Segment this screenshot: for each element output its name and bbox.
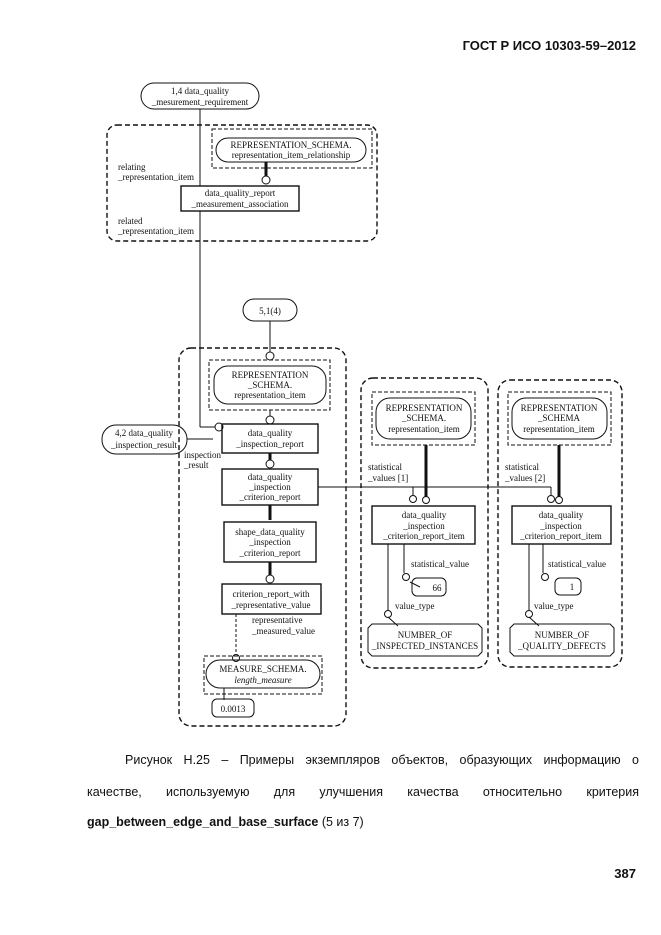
- item-b-text-3: _criterion_report_item: [519, 531, 601, 541]
- rep-a-text-1: REPRESENTATION: [386, 403, 463, 413]
- value-66-box: [411, 577, 447, 597]
- enum-b-box: [509, 623, 615, 657]
- item-a-text-3: _criterion_report_item: [382, 531, 464, 541]
- enum-b-text-1: NUMBER_OF: [535, 630, 590, 640]
- rep-relationship-frame: [211, 128, 373, 169]
- rep-item-text-3: representation_item: [234, 390, 305, 400]
- stat2-label-1: statistical: [505, 462, 539, 472]
- value-1-text: 1: [570, 582, 575, 592]
- enum-a-text-2: _INSPECTED_INSTANCES: [371, 641, 478, 651]
- rep-item-text-1: REPRESENTATION: [232, 370, 309, 380]
- value-66-text: 66: [433, 583, 443, 593]
- relating-label-1: relating: [118, 162, 146, 172]
- dq-assoc-text-2: _measurement_association: [191, 199, 289, 209]
- rep-a-text-2: _SCHEMA.: [401, 413, 446, 423]
- group-association: [106, 124, 378, 242]
- relating-label-2: _representation_item: [117, 172, 194, 182]
- stat1-label-1: statistical: [368, 462, 402, 472]
- crit-report-text-2: _inspection: [248, 482, 291, 492]
- rep-item-text-2: _SCHEMA.: [247, 380, 292, 390]
- enum-b-text-2: _QUALITY_DEFECTS: [517, 641, 606, 651]
- group-inspection: [178, 347, 347, 727]
- related-label-2: _representation_item: [117, 226, 194, 236]
- rep-a-text-3: representation_item: [388, 424, 459, 434]
- ref-top-text-1: 1,4 data_quality: [171, 86, 229, 96]
- caption-suffix: (5 из 7): [318, 815, 364, 829]
- ref-42-text-2: _inspection_result: [110, 440, 177, 450]
- item-a-box: [371, 505, 476, 545]
- caption-entity-name: gap_between_edge_and_base_surface: [87, 815, 319, 829]
- enum-a-text-1: NUMBER_OF: [398, 630, 453, 640]
- insp-report-text-2: _inspection_report: [235, 439, 304, 449]
- measure-value-box: [211, 698, 255, 718]
- stat-value-a-label: statistical_value: [411, 559, 469, 569]
- group-item-b: [497, 379, 623, 668]
- item-b-text-2: _inspection: [539, 521, 582, 531]
- caption-line-2: качестве, используемую для улучшения кач…: [87, 785, 639, 799]
- ref-51-text: 5,1(4): [259, 306, 281, 316]
- rep-b-text-3: representation_item: [523, 424, 594, 434]
- item-b-text-1: data_quality: [539, 510, 584, 520]
- item-b-box: [511, 505, 612, 545]
- value-type-a-label: value_type: [395, 601, 435, 611]
- stat1-label-2: _values [1]: [367, 473, 408, 483]
- measure-box: [205, 659, 321, 689]
- document-code: ГОСТ Р ИСО 10303-59–2012: [462, 38, 636, 53]
- caption-line-3: gap_between_edge_and_base_surface (5 из …: [87, 815, 639, 829]
- rep-item-box: [213, 365, 327, 405]
- page-number: 387: [614, 866, 636, 881]
- measure-text-1: MEASURE_SCHEMA.: [219, 664, 306, 674]
- rep-a-box: [375, 397, 472, 440]
- caption-line-1: Рисунок H.25 – Примеры экземпляров объек…: [125, 753, 639, 767]
- criterion-report-value-box: [221, 583, 322, 615]
- insp-report-text-1: data_quality: [248, 428, 293, 438]
- shape-crit-text-2: _inspection: [248, 537, 291, 547]
- dq-measurement-association-box: [180, 185, 300, 212]
- rep-rel-text-2: representation_item_relationship: [232, 150, 351, 160]
- rep-a-frame: [371, 391, 476, 446]
- enum-a-box: [367, 623, 483, 657]
- crit-report-text-3: _criterion_report: [239, 492, 301, 502]
- rep-b-box: [511, 397, 608, 440]
- measure-text-2: length_measure: [234, 675, 291, 685]
- inspection-result-label-1: inspection: [184, 450, 221, 460]
- ref-top-text-2: _mesurement_requirement: [151, 97, 249, 107]
- stat-value-b-label: statistical_value: [548, 559, 606, 569]
- item-a-text-2: _inspection: [402, 521, 445, 531]
- crit-report-text-1: data_quality: [248, 472, 293, 482]
- value-1-box: [554, 577, 582, 596]
- item-a-text-1: data_quality: [402, 510, 447, 520]
- related-label-1: related: [118, 216, 143, 226]
- ref-42-text-1: 4,2 data_quality: [115, 428, 173, 438]
- rep-meas-label-1: representative: [252, 615, 302, 625]
- crit-rep-val-text-1: criterion_report_with: [233, 589, 310, 599]
- shape-crit-text-3: _criterion_report: [239, 548, 301, 558]
- measure-value-text: 0.0013: [221, 704, 246, 714]
- crit-rep-val-text-2: _representative_value: [231, 600, 311, 610]
- rep-relationship-box: [215, 137, 367, 163]
- rep-b-text-2: _SCHEMA: [537, 413, 581, 423]
- shape-crit-text-1: shape_data_quality: [235, 527, 305, 537]
- rep-b-text-1: REPRESENTATION: [521, 403, 598, 413]
- dq-assoc-text-1: data_quality_report: [205, 188, 276, 198]
- rep-rel-text-1: REPRESENTATION_SCHEMA.: [230, 140, 351, 150]
- stat2-label-2: _values [2]: [504, 473, 545, 483]
- rep-meas-label-2: _measured_value: [251, 626, 315, 636]
- inspection-result-label-2: _result: [183, 460, 209, 470]
- group-item-a: [360, 377, 489, 669]
- value-type-b-label: value_type: [534, 601, 574, 611]
